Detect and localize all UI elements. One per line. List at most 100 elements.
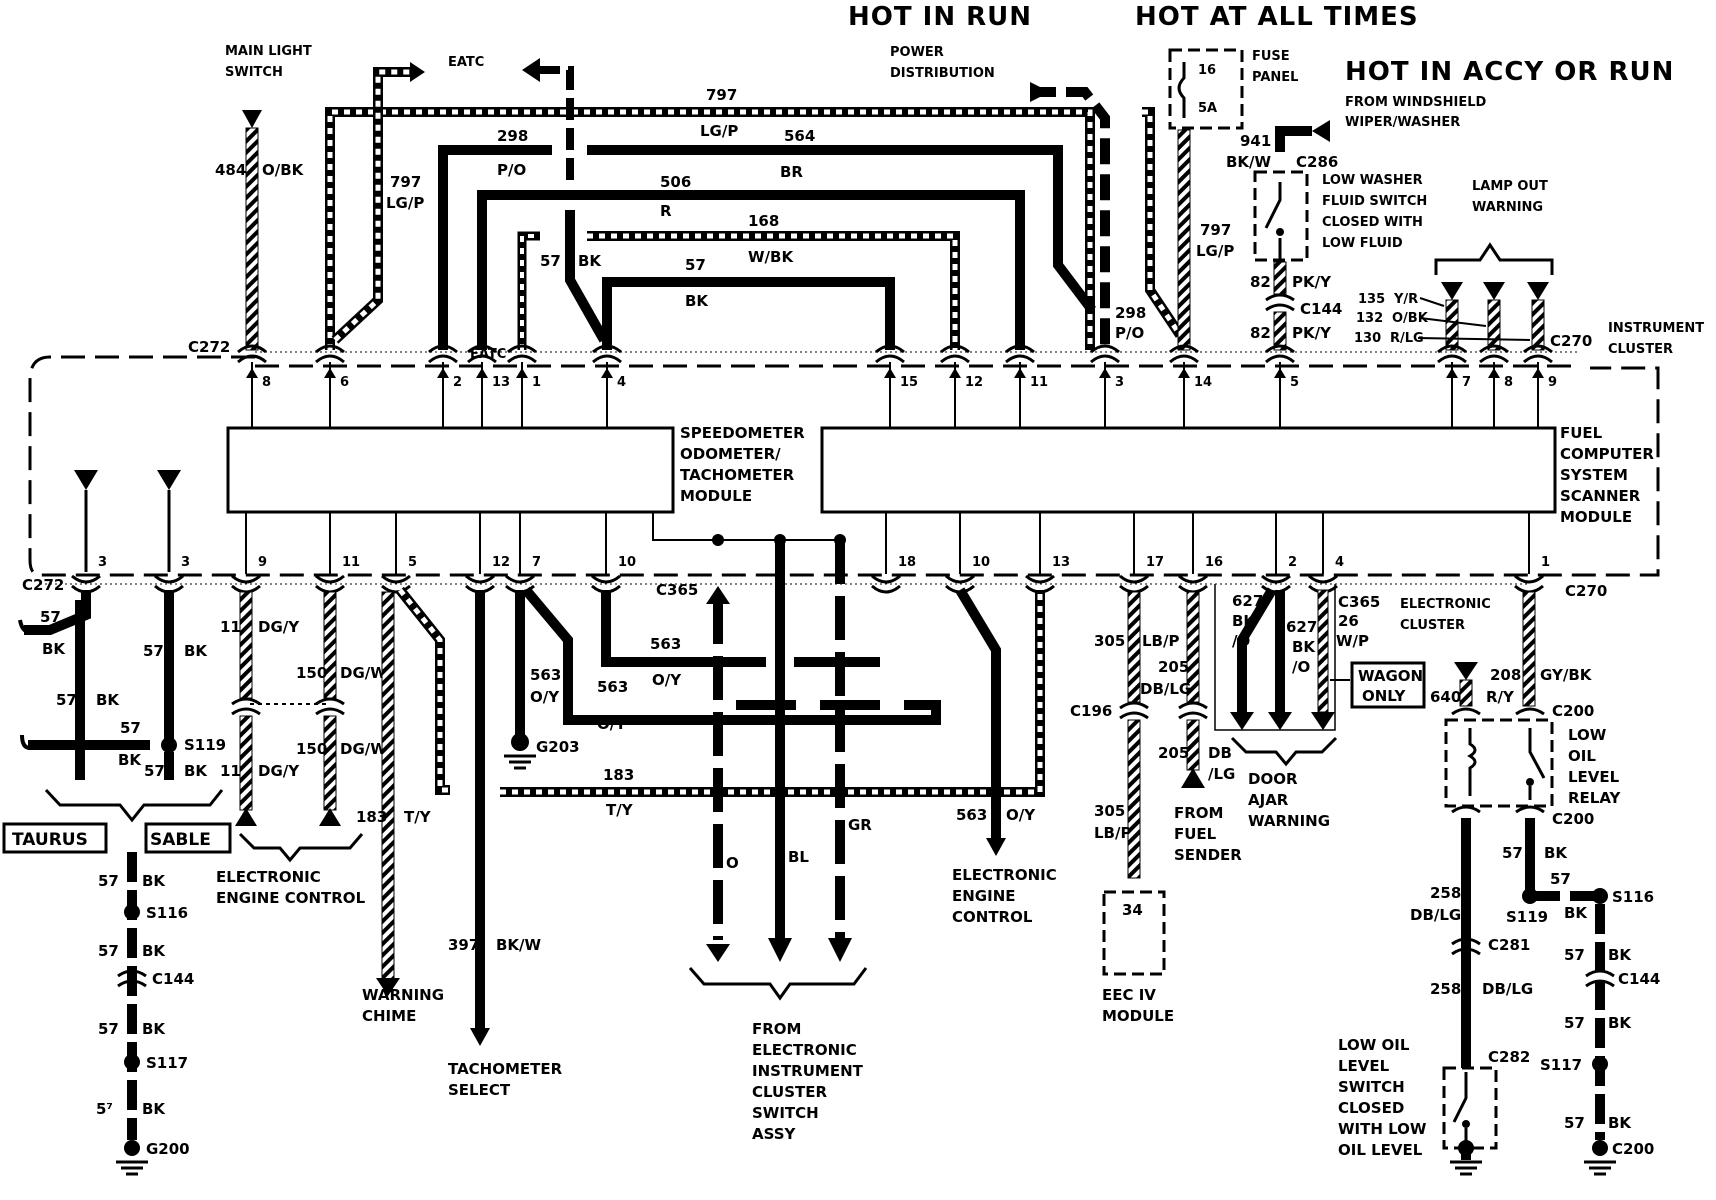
lbl-506-color: R: [660, 202, 672, 220]
fuel-computer-module-box: [820, 426, 1557, 514]
top-pin-number: 4: [617, 375, 626, 390]
lbl-s116-left: S116: [146, 904, 188, 922]
bottom-pin-symbol: [1119, 574, 1149, 594]
wire-left-break-2: [20, 734, 31, 750]
cluster-outline: [28, 355, 1660, 577]
label-low-washer-1: LOW WASHER: [1322, 173, 1423, 188]
lbl-82a-color: PK/Y: [1292, 273, 1332, 291]
arrow-o-up: [706, 586, 730, 604]
fuel-label-1: FUEL: [1560, 424, 1603, 442]
lbl-w150b-c: DG/W: [340, 740, 387, 758]
lbl-w183a: 183: [356, 808, 387, 826]
label-fuse-panel-2: PANEL: [1252, 70, 1298, 85]
lbl-w150a-c: DG/W: [340, 664, 387, 682]
lbl-low-oil-relay-4: RELAY: [1568, 789, 1622, 807]
lbl-eatc-2: EATC: [470, 347, 506, 362]
lbl-c144-left: C144: [152, 970, 194, 988]
lbl-c144-right: C144: [1618, 970, 1660, 988]
conn-150: [315, 697, 345, 716]
wire-797-top-stripe: [327, 109, 1093, 350]
lbl-c200-b: C200: [1552, 810, 1594, 828]
bottom-pin-symbol: [381, 574, 411, 594]
lbl-l57j-c: BK: [142, 1100, 166, 1118]
lbl-r57c-c: BK: [1608, 946, 1632, 964]
bottom-pin-number: 10: [972, 555, 990, 570]
lbl-low-oil-switch-3: SWITCH: [1338, 1078, 1405, 1096]
top-pin-arrow: [1274, 368, 1286, 378]
lbl-l57e: 57: [144, 762, 165, 780]
header-hot-in-accy-or-run: HOT IN ACCY OR RUN: [1345, 57, 1674, 87]
speedo-bus: [652, 512, 840, 541]
lbl-low-oil-switch-1: LOW OIL: [1338, 1036, 1410, 1054]
lbl-797a-color: LG/P: [386, 194, 424, 212]
taurus-sable-bracket: [44, 788, 224, 823]
lbl-from-fuel-sender-3: SENDER: [1174, 846, 1242, 864]
top-pin-arrow: [1446, 368, 1458, 378]
wire-484: [245, 127, 259, 351]
wire-640: [1459, 679, 1473, 707]
lbl-low-oil-switch-4: CLOSED: [1338, 1099, 1404, 1117]
lbl-w563c: 563: [650, 635, 681, 653]
fuel-label-5: MODULE: [1560, 508, 1632, 526]
wire-57-stub: [517, 231, 540, 350]
lbl-w150a: 150: [296, 664, 327, 682]
lbl-sable: SABLE: [150, 830, 211, 850]
arrow-627a: [1230, 712, 1254, 730]
lbl-57b: 57: [685, 256, 706, 274]
label-main-light-switch-1: MAIN LIGHT: [225, 44, 312, 59]
ground-c200-right: [1584, 1160, 1616, 1176]
lbl-w563c-c: O/Y: [652, 671, 682, 689]
lbl-l57g: 57: [98, 942, 119, 960]
lbl-r57e: 57: [1564, 1114, 1585, 1132]
lbl-r57b-c: BK: [1564, 904, 1588, 922]
lbl-w205b: 205: [1158, 744, 1189, 762]
lbl-l57j: 5⁷: [96, 1100, 113, 1118]
lbl-eec-right-1: ELECTRONIC: [952, 866, 1057, 884]
top-pin-number: 12: [965, 375, 983, 390]
label-eatc: EATC: [448, 55, 484, 70]
lbl-from-fuel-sender-2: FUEL: [1174, 825, 1217, 843]
conn-c144-right: [1585, 969, 1615, 988]
lbl-from-eic-1: FROM: [752, 1020, 801, 1038]
lbl-w563b: 563: [597, 678, 628, 696]
lbl-l57g-c: BK: [142, 942, 166, 960]
splice-s116-left: [124, 904, 140, 920]
lbl-w-gr: GR: [848, 816, 872, 834]
lbl-941: 941: [1240, 132, 1271, 150]
wire-797a-stripe: [333, 69, 410, 342]
wire-82b: [1273, 311, 1287, 351]
lbl-low-oil-switch-2: LEVEL: [1338, 1057, 1390, 1075]
splice-s117-left: [124, 1054, 140, 1070]
conn-c281: [1451, 937, 1481, 956]
lbl-door-ajar-1: DOOR: [1248, 770, 1298, 788]
lbl-l57h: 57: [98, 1020, 119, 1038]
top-pin-arrow: [324, 368, 336, 378]
lbl-door-ajar-3: WARNING: [1248, 812, 1330, 830]
arrow-11: [235, 808, 257, 826]
lbl-w208-c: GY/BK: [1540, 666, 1593, 684]
lbl-w305b-c: LB/P: [1094, 824, 1131, 842]
bus-node-1: [712, 534, 724, 546]
lbl-low-oil-relay-3: LEVEL: [1568, 768, 1620, 786]
lbl-l57a: 57: [40, 608, 61, 626]
lbl-w640-c: R/Y: [1486, 688, 1515, 706]
lbl-w305a: 305: [1094, 632, 1125, 650]
wire-82a: [1273, 261, 1287, 295]
lbl-w563a-c: O/Y: [530, 688, 560, 706]
lbl-r57d: 57: [1564, 1014, 1585, 1032]
speedo-label-3: TACHOMETER: [680, 466, 795, 484]
lbl-w205a: 205: [1158, 658, 1189, 676]
top-pin-number: 8: [1504, 375, 1513, 390]
lbl-from-eic-6: ASSY: [752, 1125, 797, 1143]
lbl-s119-right: S119: [1506, 908, 1548, 926]
lbl-eec-left-2: ENGINE CONTROL: [216, 889, 366, 907]
arrow-chime: [376, 978, 400, 996]
lbl-w258b: 258: [1430, 980, 1461, 998]
lbl-from-eic-4: CLUSTER: [752, 1083, 827, 1101]
arrow-gr: [828, 938, 852, 962]
lbl-c365-b: C365: [1338, 593, 1380, 611]
bottom-pin-rises: [245, 512, 1530, 574]
arrow-397: [470, 1028, 490, 1046]
wire-150-up: [323, 591, 337, 699]
